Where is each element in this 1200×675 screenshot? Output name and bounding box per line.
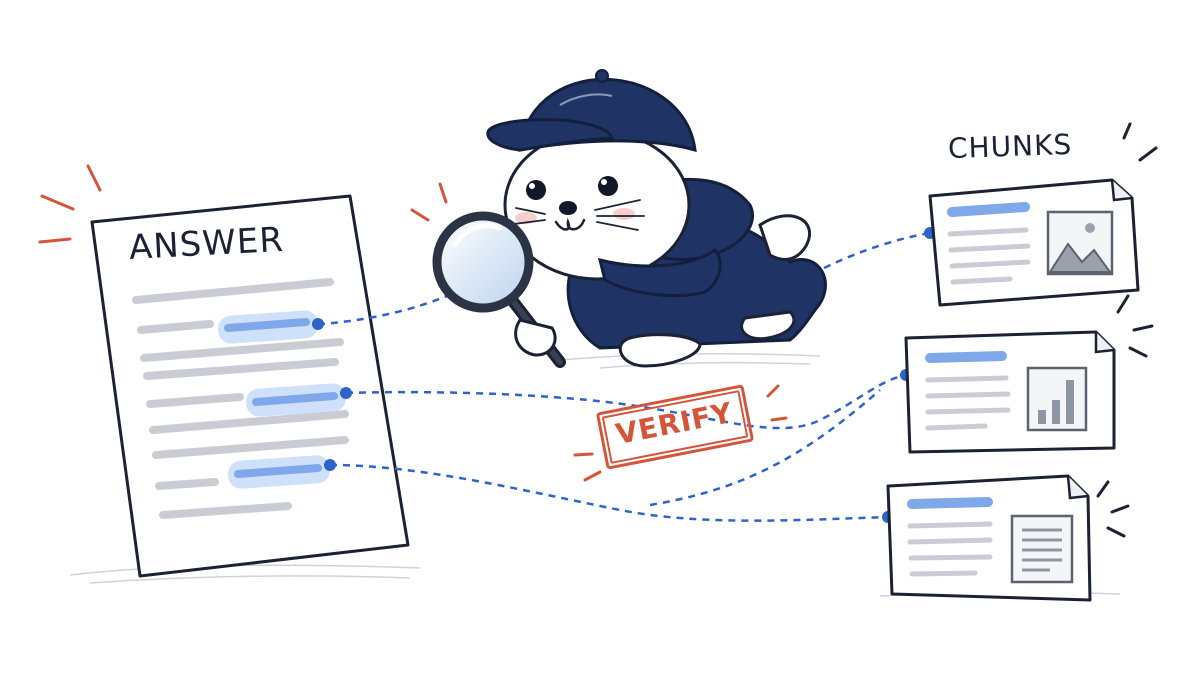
chunk-card-1 [928,178,1140,307]
answer-attention-marks [38,164,102,244]
seal-right-eye [598,176,618,196]
connector-answer-to-chunk-2 [345,373,907,430]
text-document-icon [1010,514,1074,584]
stamp-attention-marks [573,384,788,482]
answer-highlight-1 [218,310,318,344]
bar-chart-icon [1026,366,1088,432]
connector-answer-to-chunk-3 [329,463,889,522]
answer-title: ANSWER [128,219,285,268]
lens-attention-marks [410,182,448,222]
mountain-image-icon [1046,210,1114,276]
magnifying-glass-icon [432,211,566,368]
chunk-3-attention-marks [1096,480,1130,538]
chunk-card-3 [886,474,1092,602]
seal-mascot [486,69,827,368]
answer-text-lines [132,278,349,519]
chunk-2-attention-marks [1116,294,1154,358]
chunk-1-attention-marks [1122,122,1158,162]
seal-left-eye [526,180,546,200]
connector-chunk-2-to-chunk-3 [649,389,881,507]
answer-highlight-2 [246,383,346,417]
connector-answer-to-lens [317,288,461,326]
chunks-title: CHUNKS [947,127,1073,166]
seal-nose [559,201,577,215]
answer-highlight-3 [228,455,330,489]
chunk-card-2 [904,330,1116,454]
answer-document [90,194,410,578]
seal-whiskers [513,199,645,231]
